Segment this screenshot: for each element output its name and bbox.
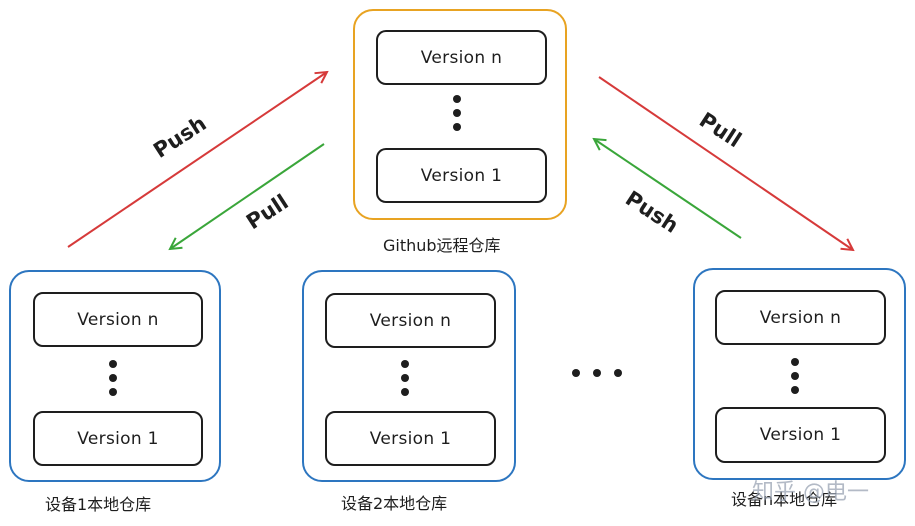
local-repo-device1-caption: 设备1本地仓库 [45,495,152,514]
push-arrow-device1 [67,72,327,248]
remote-repo-caption: Github远程仓库 [383,236,501,255]
push-arrow-devicen [594,139,742,239]
device1-version-n: Version n [33,292,203,347]
device2-version-n: Version n [325,293,496,348]
local-repo-device2: Version n Version 1 [302,270,516,482]
device1-version-1: Version 1 [33,411,203,466]
remote-ellipsis [453,95,461,137]
devicen-ellipsis [791,358,799,400]
more-devices-ellipsis [572,369,622,377]
local-repo-device2-caption: 设备2本地仓库 [341,494,448,513]
remote-version-1: Version 1 [376,148,547,203]
device2-version-1: Version 1 [325,411,496,466]
pull-arrow-device1 [170,143,325,249]
devicen-version-1: Version 1 [715,407,886,463]
local-repo-devicen: Version n Version 1 [693,268,906,480]
device1-ellipsis [109,360,117,402]
watermark: 知乎 @电一 [752,480,869,505]
devicen-version-n: Version n [715,290,886,345]
device2-ellipsis [401,360,409,402]
pull-arrow-devicen [598,76,853,250]
local-repo-device1: Version n Version 1 [9,270,221,482]
remote-repo: Version n Version 1 [353,9,567,220]
local-repo-devicen-caption: 设备n本地仓库 [731,490,838,509]
remote-version-n: Version n [376,30,547,85]
